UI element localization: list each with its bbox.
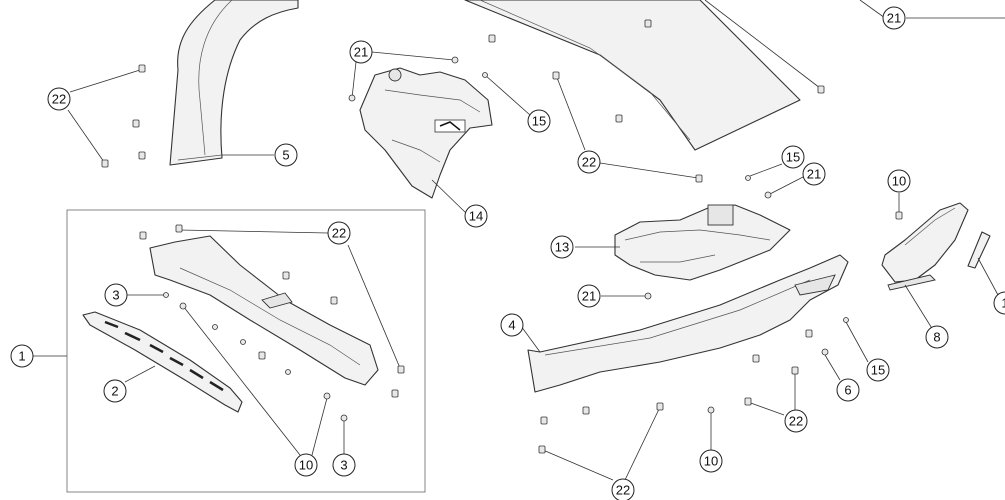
part-8-bracket — [881, 202, 969, 291]
leader-4 — [520, 325, 541, 353]
leader-22a-2 — [67, 109, 105, 163]
svg-text:3: 3 — [340, 458, 347, 473]
part-14-bracket — [359, 67, 493, 199]
part-1-pillar-panel — [149, 235, 379, 386]
svg-text:22: 22 — [616, 483, 630, 498]
callout-21-top: 21 — [349, 40, 373, 64]
leader-22b — [555, 74, 586, 151]
callout-15-mid: 15 — [781, 145, 805, 169]
leader-10c — [182, 305, 301, 456]
leader-22e-2 — [347, 244, 401, 369]
svg-text:22: 22 — [52, 92, 66, 107]
callout-1-edge: 1 — [993, 291, 1005, 315]
callout-15-right: 15 — [866, 358, 890, 382]
svg-text:22: 22 — [332, 226, 346, 241]
leader-15b — [749, 163, 783, 177]
leader-22b-2 — [599, 162, 699, 179]
leader-1-edge — [977, 257, 999, 296]
svg-text:1: 1 — [1001, 296, 1005, 311]
callout-14: 14 — [464, 204, 488, 228]
callout-8: 8 — [925, 325, 949, 349]
leader-22d — [542, 449, 614, 481]
callout-22-right: 22 — [784, 409, 808, 433]
callout-3-bottom: 3 — [332, 453, 356, 477]
callout-22-center: 22 — [577, 150, 601, 174]
svg-text:5: 5 — [282, 148, 289, 163]
svg-text:4: 4 — [508, 318, 515, 333]
callout-15-top: 15 — [527, 109, 551, 133]
leader-2 — [124, 365, 156, 383]
callout-22-left: 22 — [47, 87, 71, 111]
part-2-slotted-strip — [82, 311, 243, 413]
callout-10-left: 10 — [294, 453, 318, 477]
part-pen — [967, 231, 991, 269]
svg-text:15: 15 — [871, 363, 885, 378]
svg-text:21: 21 — [887, 11, 901, 26]
callout-21-corner: 21 — [882, 6, 906, 30]
svg-text:10: 10 — [299, 458, 313, 473]
svg-text:15: 15 — [786, 150, 800, 165]
svg-text:22: 22 — [789, 414, 803, 429]
part-5-fender-panel — [169, 0, 299, 166]
svg-text:10: 10 — [892, 174, 906, 189]
svg-text:8: 8 — [933, 330, 940, 345]
leader-21a — [371, 51, 455, 61]
svg-text:21: 21 — [582, 289, 596, 304]
leader-8 — [904, 284, 934, 331]
svg-text:1: 1 — [18, 349, 25, 364]
callout-5: 5 — [274, 143, 298, 167]
leader-6 — [824, 354, 841, 381]
leader-21b — [769, 176, 804, 195]
callout-4: 4 — [500, 313, 524, 337]
svg-text:21: 21 — [807, 167, 821, 182]
callout-1: 1 — [10, 344, 34, 368]
callout-10-right: 10 — [887, 169, 911, 193]
callout-6: 6 — [836, 378, 860, 402]
callout-21-lower: 21 — [577, 284, 601, 308]
svg-text:21: 21 — [354, 45, 368, 60]
leader-22e — [179, 229, 329, 234]
upper-body-panel — [464, 0, 801, 151]
part-13-bracket — [614, 204, 791, 281]
callout-21-mid: 21 — [802, 162, 826, 186]
svg-text:10: 10 — [704, 454, 718, 469]
leader-22a-1 — [69, 69, 141, 93]
svg-text:2: 2 — [111, 384, 118, 399]
svg-text:6: 6 — [844, 383, 851, 398]
leader-10c-2 — [311, 397, 328, 456]
leader-22d-2 — [624, 406, 661, 481]
leader-15c — [845, 321, 869, 363]
leader-22c — [747, 401, 785, 416]
svg-text:14: 14 — [469, 209, 483, 224]
leader-top-diag — [704, 0, 821, 89]
callout-22-box: 22 — [327, 221, 351, 245]
callout-2: 2 — [103, 379, 127, 403]
leader-21-top — [859, 0, 886, 19]
callout-10-bottom: 10 — [699, 449, 723, 473]
svg-text:15: 15 — [532, 114, 546, 129]
assembly-group-box — [66, 209, 426, 493]
leader-15a — [484, 74, 531, 116]
part-4-side-panel — [527, 254, 849, 393]
leader-14 — [431, 179, 467, 214]
svg-text:13: 13 — [555, 240, 569, 255]
callout-3-left: 3 — [104, 283, 128, 307]
fasteners — [101, 19, 903, 454]
callout-22-bottom: 22 — [611, 478, 635, 500]
callout-13: 13 — [550, 235, 574, 259]
svg-text:3: 3 — [112, 288, 119, 303]
svg-text:22: 22 — [582, 155, 596, 170]
leader-21a-2 — [351, 61, 357, 99]
